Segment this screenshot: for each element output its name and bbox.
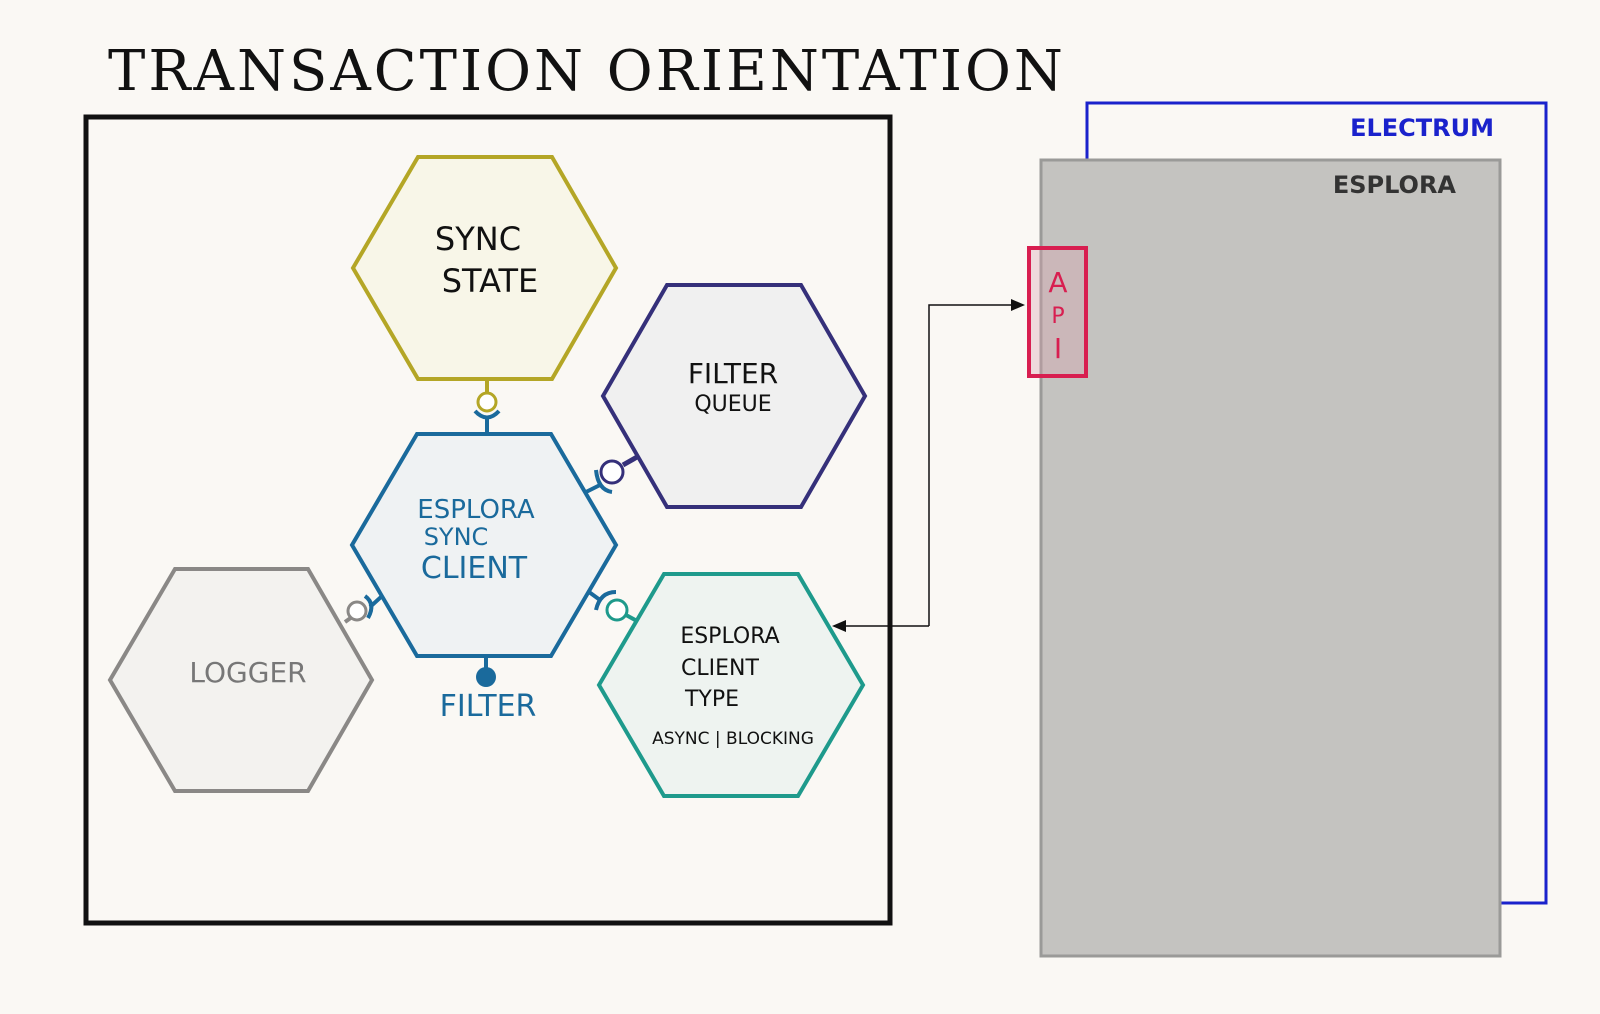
electrum-box [1085,101,1548,905]
sync-state-line2: STATE [442,262,539,300]
sync-state-line1: SYNC [435,220,521,258]
transaction-orientation-frame [83,114,893,926]
sync-state-connector [473,381,501,433]
esplora-client-type-line1: ESPLORA [680,624,779,649]
esplora-client-type-connector [587,590,638,623]
api-port: A P I [1027,246,1088,378]
esplora-box [1039,158,1502,958]
filter-queue-line2: QUEUE [694,392,771,417]
filter-queue-line1: FILTER [688,357,778,390]
filter-port-label: FILTER [440,689,537,724]
esplora-client-type-line3: TYPE [684,687,739,712]
logger-label: LOGGER [189,656,306,689]
api-letter-p: P [1051,304,1064,329]
arrow-to-api [928,299,1025,626]
diagram-title: TRANSACTION ORIENTATION [108,39,1066,104]
esplora-client-type-line2: CLIENT [681,656,759,681]
filter-queue-connector [585,454,639,494]
esplora-sync-client-hexagon: ESPLORA SYNC CLIENT [349,432,619,658]
esplora-sync-client-line1: ESPLORA [417,495,535,525]
logger-hexagon: LOGGER [107,567,375,793]
electrum-label: ELECTRUM [1350,114,1494,142]
filter-port: FILTER [440,657,537,724]
esplora-sync-client-line2: SYNC [424,523,489,551]
esplora-client-type-hexagon: ESPLORA CLIENT TYPE ASYNC | BLOCKING [596,572,866,798]
api-letter-i: I [1054,332,1062,365]
esplora-client-type-line4: ASYNC | BLOCKING [652,729,814,749]
logger-connector [343,594,383,624]
esplora-sync-client-line3: CLIENT [421,551,528,586]
sync-state-hexagon: SYNC STATE [350,155,619,381]
esplora-label: ESPLORA [1333,171,1457,199]
api-letter-a: A [1048,266,1067,299]
filter-queue-hexagon: FILTER QUEUE [600,283,868,509]
